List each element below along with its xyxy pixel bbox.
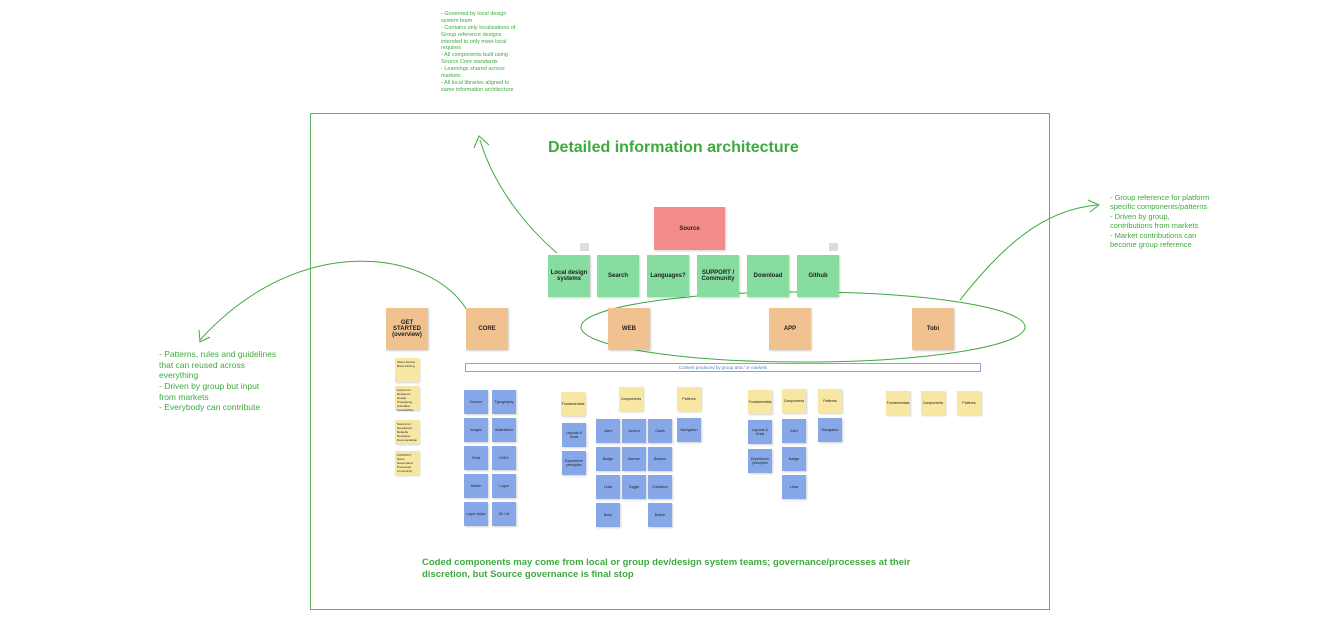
sticky-get-started-item[interactable]: About Source Book training bbox=[395, 358, 419, 382]
footer-note: Coded components may come from local or … bbox=[422, 557, 911, 581]
sticky-languages[interactable]: Languages? bbox=[647, 255, 689, 297]
diagram-title: Detailed information architecture bbox=[548, 139, 799, 156]
sticky-web-component-item[interactable]: Checkbox bbox=[648, 475, 672, 499]
sticky-app-component-item[interactable]: Badge bbox=[782, 447, 806, 471]
sticky-local-design-systems[interactable]: Local design systems bbox=[548, 255, 590, 297]
sticky-tobi-fundamentals[interactable]: Fundamentals bbox=[886, 391, 910, 415]
sticky-core-item[interactable]: Grids bbox=[464, 446, 488, 470]
sticky-get-started-item[interactable]: Source for Designers Design Prototyping … bbox=[395, 386, 419, 412]
sticky-app-patterns[interactable]: Patterns bbox=[818, 389, 842, 413]
sticky-download[interactable]: Download bbox=[747, 255, 789, 297]
sticky-web[interactable]: WEB bbox=[608, 308, 650, 350]
sticky-web-component-item[interactable]: Accord bbox=[622, 419, 646, 443]
sticky-web-component-item[interactable]: Links bbox=[596, 475, 620, 499]
sticky-app-fundamentals-item[interactable]: Layouts & Grids bbox=[748, 420, 772, 444]
sticky-support-community[interactable]: SUPPORT / Community bbox=[697, 255, 739, 297]
sticky-app[interactable]: APP bbox=[769, 308, 811, 350]
sticky-app-fundamentals[interactable]: Fundamentals bbox=[748, 390, 772, 414]
sticky-search[interactable]: Search bbox=[597, 255, 639, 297]
sticky-app-fundamentals-item[interactable]: Experience principles bbox=[748, 449, 772, 473]
sticky-web-pattern-item[interactable]: Navigation bbox=[677, 418, 701, 442]
arrow-to-right-note bbox=[959, 204, 1098, 301]
sticky-tobi-components[interactable]: Components bbox=[921, 391, 945, 415]
sticky-app-component-item[interactable]: Links bbox=[782, 475, 806, 499]
sticky-core-item[interactable]: 3D / AI bbox=[492, 502, 516, 526]
arrow-to-top-note bbox=[479, 139, 558, 254]
arrowhead-right bbox=[1087, 199, 1100, 213]
sticky-web-component-item[interactable]: Buttons bbox=[648, 447, 672, 471]
sticky-tobi[interactable]: Tobi bbox=[912, 308, 954, 350]
sticky-web-component-item[interactable]: Toggle bbox=[622, 475, 646, 499]
sticky-core-item[interactable]: Colours bbox=[464, 390, 488, 414]
sticky-get-started-item[interactable]: CONTACT Team Governance Processes Commun… bbox=[395, 451, 419, 475]
sticky-web-component-item[interactable]: Body bbox=[596, 503, 620, 527]
sticky-core-item[interactable]: Images bbox=[464, 418, 488, 442]
sticky-app-components[interactable]: Components bbox=[782, 389, 806, 413]
sticky-github[interactable]: Github bbox=[797, 255, 839, 297]
sticky-web-components[interactable]: Components bbox=[619, 387, 643, 411]
sticky-app-pattern-item[interactable]: Navigation bbox=[818, 418, 842, 442]
note-core-guidelines: - Patterns, rules and guidelines that ca… bbox=[159, 349, 277, 413]
sticky-tobi-patterns[interactable]: Patterns bbox=[957, 391, 981, 415]
sticky-core-item[interactable]: Motion bbox=[464, 474, 488, 498]
sticky-source[interactable]: Source bbox=[654, 207, 725, 250]
sticky-web-component-item[interactable]: Badge bbox=[596, 447, 620, 471]
note-local-design-systems: - Governed by local design system team -… bbox=[441, 11, 516, 93]
sticky-core-item[interactable]: Layer styles bbox=[464, 502, 488, 526]
sticky-web-component-item[interactable]: Button bbox=[648, 503, 672, 527]
sticky-get-started[interactable]: GET STARTED (overview) bbox=[386, 308, 428, 350]
sticky-web-fundamentals-item[interactable]: Layouts & Grids bbox=[562, 423, 586, 447]
sticky-app-component-item[interactable]: Alert bbox=[782, 419, 806, 443]
sticky-web-fundamentals[interactable]: Fundamentals bbox=[561, 392, 585, 416]
sticky-core-item[interactable]: Logos bbox=[492, 474, 516, 498]
tag-marker bbox=[580, 243, 589, 251]
sticky-web-fundamentals-item[interactable]: Experience principles bbox=[562, 451, 586, 475]
sticky-get-started-item[interactable]: Source for Developers Defaults Developer… bbox=[395, 420, 419, 444]
sticky-web-patterns[interactable]: Patterns bbox=[677, 387, 701, 411]
arrowhead-top bbox=[473, 135, 490, 149]
arrowhead-left bbox=[198, 329, 211, 343]
sticky-core[interactable]: CORE bbox=[466, 308, 508, 350]
sticky-core-item[interactable]: Typography bbox=[492, 390, 516, 414]
sticky-core-item[interactable]: Illustrations bbox=[492, 418, 516, 442]
diagram-frame bbox=[310, 113, 1050, 610]
sticky-web-component-item[interactable]: Banner bbox=[622, 447, 646, 471]
content-produced-bar: Content produced by group and / or marke… bbox=[465, 363, 981, 372]
sticky-web-component-item[interactable]: Cards bbox=[648, 419, 672, 443]
tag-marker bbox=[829, 243, 838, 251]
sticky-web-component-item[interactable]: Alert bbox=[596, 419, 620, 443]
note-platform-components: - Group reference for platform specific … bbox=[1110, 193, 1210, 249]
sticky-core-item[interactable]: UI/UX bbox=[492, 446, 516, 470]
arrow-to-left-note bbox=[199, 260, 468, 341]
